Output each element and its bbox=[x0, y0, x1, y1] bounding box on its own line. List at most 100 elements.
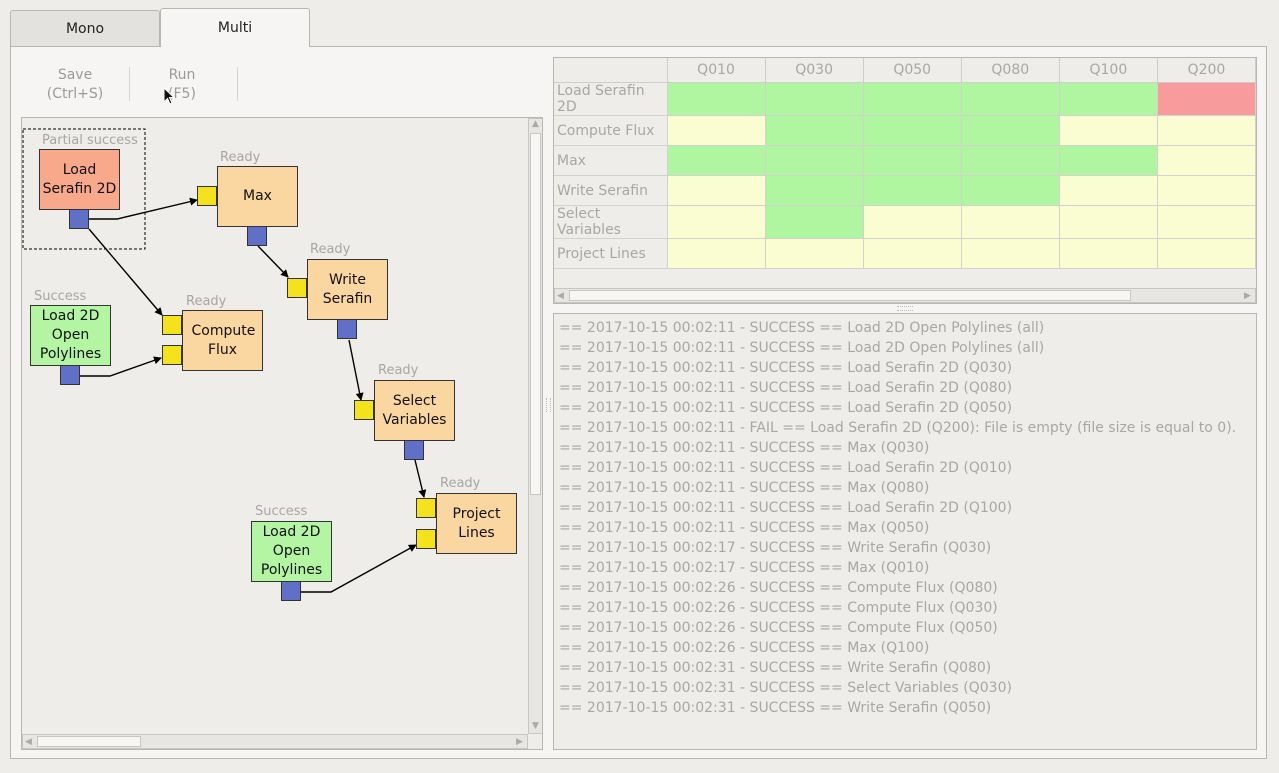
column-header[interactable]: Q050 bbox=[863, 58, 962, 83]
input-port[interactable] bbox=[416, 529, 436, 549]
scrollbar-thumb[interactable] bbox=[530, 133, 541, 495]
log-line: == 2017-10-15 00:02:11 - SUCCESS == Max … bbox=[559, 520, 930, 536]
status-cell-ready[interactable] bbox=[1156, 145, 1256, 176]
output-port[interactable] bbox=[69, 209, 89, 229]
row-header[interactable]: Load Serafin 2D bbox=[554, 82, 668, 116]
status-cell-ready[interactable] bbox=[1156, 115, 1256, 146]
column-header[interactable]: Q030 bbox=[765, 58, 864, 83]
scroll-right-icon[interactable]: ▶ bbox=[516, 737, 523, 747]
status-cell-success[interactable] bbox=[960, 115, 1060, 146]
column-header[interactable]: Q100 bbox=[1059, 58, 1158, 83]
output-port[interactable] bbox=[247, 226, 267, 246]
status-cell-success[interactable] bbox=[862, 82, 962, 116]
run-button[interactable]: Run (F5) bbox=[150, 66, 214, 104]
node-title: Write Serafin bbox=[322, 271, 373, 307]
input-port[interactable] bbox=[162, 345, 182, 365]
column-header[interactable]: Q200 bbox=[1157, 58, 1256, 83]
status-cell-success[interactable] bbox=[764, 205, 864, 239]
status-cell-success[interactable] bbox=[1058, 82, 1158, 116]
status-cell-success[interactable] bbox=[960, 175, 1060, 206]
splitter-handle[interactable] bbox=[897, 306, 913, 311]
output-port[interactable] bbox=[404, 440, 424, 460]
scroll-down-icon[interactable]: ▼ bbox=[532, 721, 539, 731]
status-cell-success[interactable] bbox=[960, 82, 1060, 116]
scroll-left-icon[interactable]: ◀ bbox=[25, 737, 32, 747]
horizontal-scrollbar[interactable]: ◀ ▶ bbox=[554, 288, 1256, 303]
row-header[interactable]: Project Lines bbox=[554, 238, 668, 269]
status-cell-success[interactable] bbox=[764, 115, 864, 146]
node-load-2d-open-polylines[interactable]: Load 2D Open Polylines bbox=[30, 305, 111, 366]
node-compute-flux[interactable]: Compute Flux bbox=[182, 310, 263, 371]
row-header[interactable]: Select Variables bbox=[554, 205, 668, 239]
status-cell-ready[interactable] bbox=[960, 205, 1060, 239]
node-select-variables[interactable]: Select Variables bbox=[374, 380, 455, 441]
log-line: == 2017-10-15 00:02:31 - SUCCESS == Writ… bbox=[559, 660, 992, 676]
status-cell-ready[interactable] bbox=[960, 238, 1060, 269]
output-port[interactable] bbox=[60, 365, 80, 385]
input-port[interactable] bbox=[354, 400, 374, 420]
vertical-scrollbar[interactable]: ▲ ▼ bbox=[528, 118, 542, 734]
row-header[interactable]: Compute Flux bbox=[554, 115, 668, 146]
input-port[interactable] bbox=[162, 315, 182, 335]
node-title: Load Serafin 2D bbox=[42, 161, 117, 197]
status-cell-ready[interactable] bbox=[764, 238, 864, 269]
status-cell-success[interactable] bbox=[862, 115, 962, 146]
node-project-lines[interactable]: Project Lines bbox=[436, 493, 517, 554]
status-cell-success[interactable] bbox=[764, 175, 864, 206]
status-cell-ready[interactable] bbox=[1156, 238, 1256, 269]
scrollbar-thumb[interactable] bbox=[37, 736, 141, 747]
status-cell-ready[interactable] bbox=[1058, 115, 1158, 146]
log-line: == 2017-10-15 00:02:11 - SUCCESS == Max … bbox=[559, 440, 930, 456]
row-header[interactable]: Max bbox=[554, 145, 668, 176]
status-cell-fail[interactable] bbox=[1156, 82, 1256, 116]
status-cell-ready[interactable] bbox=[666, 205, 766, 239]
log-line: == 2017-10-15 00:02:26 - SUCCESS == Max … bbox=[559, 640, 930, 656]
column-header[interactable]: Q010 bbox=[667, 58, 766, 83]
node-status-label: Success bbox=[255, 504, 308, 519]
tab-mono[interactable]: Mono bbox=[10, 10, 160, 46]
column-header[interactable]: Q080 bbox=[961, 58, 1060, 83]
status-cell-ready[interactable] bbox=[1058, 175, 1158, 206]
row-header[interactable]: Write Serafin bbox=[554, 175, 668, 206]
status-cell-ready[interactable] bbox=[666, 115, 766, 146]
scroll-left-icon[interactable]: ◀ bbox=[557, 291, 564, 301]
log-panel[interactable]: == 2017-10-15 00:02:11 - SUCCESS == Load… bbox=[553, 313, 1257, 750]
save-button[interactable]: Save (Ctrl+S) bbox=[40, 66, 110, 104]
link-load-serafin-to-max bbox=[89, 197, 198, 220]
input-port[interactable] bbox=[287, 278, 307, 298]
scroll-up-icon[interactable]: ▲ bbox=[532, 119, 539, 129]
splitter-handle[interactable] bbox=[546, 398, 551, 412]
status-cell-ready[interactable] bbox=[666, 175, 766, 206]
status-cell-success[interactable] bbox=[862, 145, 962, 176]
node-write-serafin[interactable]: Write Serafin bbox=[307, 259, 388, 320]
status-cell-success[interactable] bbox=[1058, 145, 1158, 176]
status-cell-ready[interactable] bbox=[666, 238, 766, 269]
node-title: Project Lines bbox=[452, 505, 501, 541]
output-port[interactable] bbox=[281, 581, 301, 601]
status-cell-success[interactable] bbox=[960, 145, 1060, 176]
status-cell-ready[interactable] bbox=[1058, 238, 1158, 269]
tab-multi[interactable]: Multi bbox=[160, 8, 310, 47]
status-cell-ready[interactable] bbox=[1156, 205, 1256, 239]
status-cell-success[interactable] bbox=[666, 82, 766, 116]
status-cell-ready[interactable] bbox=[862, 205, 962, 239]
log-line: == 2017-10-15 00:02:31 - SUCCESS == Sele… bbox=[559, 680, 1012, 696]
status-cell-success[interactable] bbox=[764, 82, 864, 116]
status-cell-ready[interactable] bbox=[1058, 205, 1158, 239]
input-port[interactable] bbox=[197, 186, 217, 206]
node-load-2d-open-polylines[interactable]: Load 2D Open Polylines bbox=[251, 521, 332, 582]
scrollbar-thumb[interactable] bbox=[569, 290, 1131, 301]
input-port[interactable] bbox=[416, 498, 436, 518]
status-cell-success[interactable] bbox=[764, 145, 864, 176]
status-cell-ready[interactable] bbox=[1156, 175, 1256, 206]
status-cell-success[interactable] bbox=[666, 145, 766, 176]
status-cell-success[interactable] bbox=[862, 175, 962, 206]
horizontal-scrollbar[interactable]: ◀ ▶ bbox=[22, 734, 528, 749]
link-write-serafin-to-select-variables bbox=[348, 339, 364, 401]
status-cell-ready[interactable] bbox=[862, 238, 962, 269]
workflow-canvas[interactable]: Partial success Load Serafin 2D Ready Ma… bbox=[21, 117, 543, 750]
node-load-serafin-2d[interactable]: Load Serafin 2D bbox=[39, 149, 120, 210]
output-port[interactable] bbox=[337, 319, 357, 339]
node-max[interactable]: Max bbox=[217, 166, 298, 227]
scroll-right-icon[interactable]: ▶ bbox=[1244, 291, 1251, 301]
